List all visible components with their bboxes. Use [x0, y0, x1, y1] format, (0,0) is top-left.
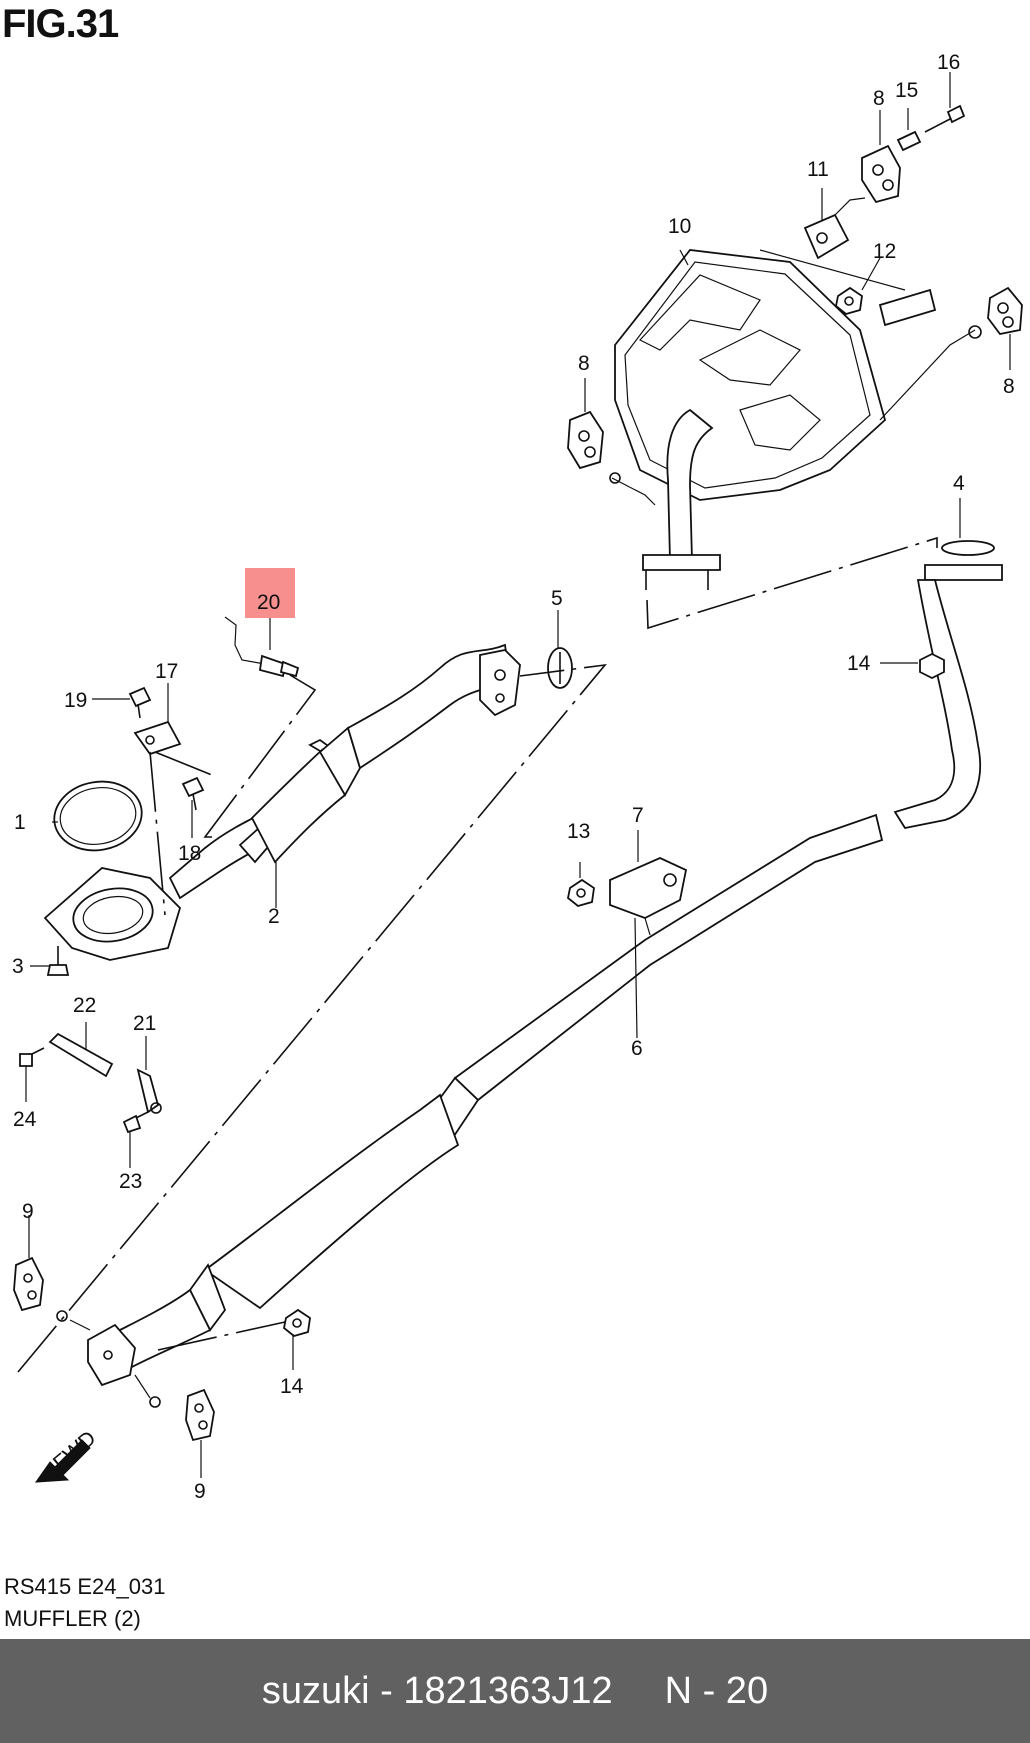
part-label-11: 11 [807, 158, 829, 181]
part-label-3: 3 [12, 955, 24, 978]
part-label-24: 24 [13, 1108, 37, 1131]
part-label-18: 18 [178, 842, 201, 865]
part-position: N - 20 [664, 1669, 769, 1712]
part-label-23: 23 [119, 1170, 142, 1193]
part-label-5: 5 [551, 587, 563, 610]
o2-sensor-20 [224, 616, 300, 678]
bracket-21 [136, 1068, 162, 1114]
gasket-5 [547, 647, 573, 689]
part-label-6: 6 [631, 1037, 643, 1060]
part-label-1: 1 [14, 811, 26, 834]
part-label-14-top: 14 [847, 652, 871, 675]
nut-12 [835, 286, 863, 315]
alignment-line-sensor [203, 674, 317, 838]
highlight-box-20 [245, 568, 295, 618]
part-label-8-top: 8 [873, 87, 885, 110]
alignment-line-bracket [154, 751, 213, 776]
alignment-line-rear [646, 536, 938, 630]
bolt-19 [128, 686, 152, 719]
gasket-4 [941, 540, 995, 556]
part-label-4: 4 [953, 472, 965, 495]
part-label-21: 21 [133, 1012, 156, 1035]
part-label-9-top: 9 [22, 1200, 34, 1223]
front-pipe-2 [168, 643, 521, 900]
fwd-arrow: FWD [34, 1427, 100, 1483]
gasket-1 [53, 780, 143, 852]
center-pipe-6 [56, 813, 884, 1408]
part-label-2: 2 [268, 905, 280, 928]
part-label-12: 12 [873, 240, 896, 263]
diagram-code: RS415 E24_031 [4, 1574, 166, 1599]
fwd-label: FWD [49, 1427, 100, 1475]
stud-15 [896, 130, 922, 152]
bolt-23 [122, 1111, 149, 1134]
part-label-20: 20 [257, 591, 280, 614]
alignment-line-front [17, 663, 607, 1373]
part-label-17: 17 [155, 660, 178, 683]
part-label-9-bottom: 9 [194, 1480, 206, 1503]
leader-lines [25, 72, 1011, 1478]
bracket-7 [609, 857, 688, 936]
hanger-9-top [13, 1256, 44, 1312]
bracket-17 [133, 720, 182, 756]
figure-title: FIG.31 [2, 2, 119, 46]
part-label-8-left: 8 [578, 352, 590, 375]
part-number: suzuki - 1821363J12 [261, 1669, 613, 1712]
hanger-9-bottom [185, 1388, 215, 1442]
diagram-name: MUFFLER (2) [4, 1606, 141, 1631]
part-info-bar: suzuki - 1821363J12 N - 20 [0, 1639, 1030, 1743]
hanger-8-left [567, 410, 604, 470]
part-label-19: 19 [64, 689, 87, 712]
part-label-15: 15 [895, 79, 918, 102]
bolt-3 [46, 946, 70, 976]
bolt-16 [924, 104, 966, 133]
bracket-11 [803, 197, 866, 260]
part-label-22: 22 [73, 994, 96, 1017]
strap-22 [48, 1032, 114, 1078]
flange [43, 867, 182, 961]
part-label-16: 16 [937, 51, 960, 74]
nut-14-bottom [283, 1308, 311, 1337]
nut-13 [567, 878, 595, 907]
nut-14-top [919, 652, 945, 680]
alignment-line-17 [149, 751, 166, 916]
part-label-10: 10 [668, 215, 691, 238]
part-label-8-right: 8 [1003, 375, 1015, 398]
hanger-8-top [861, 144, 901, 204]
part-label-7: 7 [632, 804, 644, 827]
alignment-line-14 [157, 1321, 286, 1351]
bolt-18 [181, 776, 205, 811]
bolt-24 [19, 1047, 45, 1067]
hanger-8-right [987, 286, 1023, 335]
part-label-13: 13 [567, 820, 590, 843]
rear-muffler [609, 249, 982, 590]
exhaust-diagram: FWD 1 2 3 4 5 6 7 8 8 8 9 9 10 11 12 13 … [12, 51, 1023, 1503]
part-label-14-bottom: 14 [280, 1375, 304, 1398]
tail-connection [893, 564, 1003, 830]
